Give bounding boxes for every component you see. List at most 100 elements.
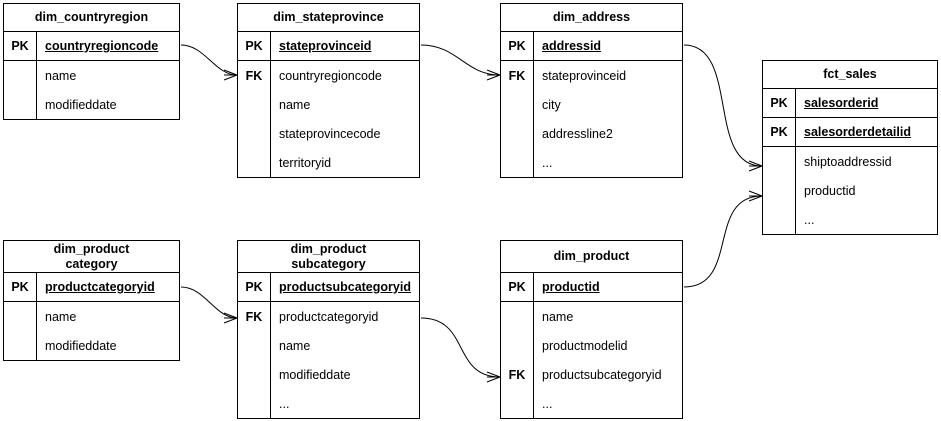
attribute-block-dim_address: FK stateprovinceid city addressline2... — [501, 61, 682, 177]
attribute-name: salesorderdetailid — [804, 125, 911, 139]
cardinality-many-crowsfoot-prong-0 — [486, 69, 501, 76]
key-indicator-pk: PK — [4, 273, 37, 301]
key-column — [4, 61, 37, 119]
relationship-stateprovince-to-address[interactable] — [418, 39, 501, 81]
key-indicator-none — [238, 389, 270, 418]
attribute-name: productid — [542, 280, 600, 294]
cardinality-many-crowsfoot-prong-2 — [223, 317, 238, 324]
attribute-name: productsubcategoryid — [542, 367, 662, 382]
attribute-name: addressid — [542, 39, 602, 53]
key-indicator-none — [4, 90, 36, 119]
entity-title-line1: fct_sales — [823, 67, 877, 81]
relationship-subcategory-to-product[interactable] — [418, 312, 501, 383]
attribute-name: stateprovinceid — [279, 39, 372, 53]
relationship-line — [180, 286, 238, 319]
entity-title-line1: dim_address — [552, 10, 631, 24]
attribute-name: territoryid — [279, 155, 332, 170]
key-indicator-fk: FK — [245, 68, 263, 83]
entity-title-line1: dim_countryregion — [34, 10, 149, 24]
key-column — [763, 147, 796, 234]
key-indicator-none — [238, 360, 270, 389]
pk-row-dim_productcategory-0[interactable]: PK productcategoryid — [4, 273, 179, 302]
attribute-name: productid — [804, 183, 856, 198]
key-indicator-none — [4, 61, 36, 90]
attribute-name: productcategoryid — [279, 309, 379, 324]
entity-title-dim_product: dim_product — [501, 241, 682, 273]
attribute-name: productcategoryid — [45, 280, 155, 294]
entity-title-line1: dim_product — [53, 241, 130, 256]
attribute-name: modifieddate — [45, 338, 117, 353]
key-indicator-none — [763, 147, 795, 176]
cardinality-many-crowsfoot-prong-0 — [748, 160, 763, 167]
cardinality-many-crowsfoot-prong-2 — [748, 165, 763, 172]
attribute-name: name — [542, 309, 574, 324]
entity-title-line1: dim_stateprovince — [273, 10, 384, 24]
entity-title-dim_stateprovince: dim_stateprovince — [238, 4, 419, 32]
entity-title-line1: dim_product — [553, 249, 630, 263]
entity-title-dim_address: dim_address — [501, 4, 682, 32]
relationship-countryregion-to-stateprovince[interactable] — [178, 39, 238, 81]
attribute-name: stateprovinceid — [542, 68, 627, 83]
key-indicator-pk: PK — [4, 32, 37, 60]
key-column — [4, 302, 37, 360]
attribute-name: addressline2 — [542, 126, 613, 141]
key-column: FK — [238, 302, 271, 418]
cardinality-many-crowsfoot-prong-0 — [486, 371, 501, 378]
attribute-name: shiptoaddressid — [804, 154, 892, 169]
attribute-name: countryregioncode — [279, 68, 382, 83]
key-indicator-none — [763, 205, 795, 234]
attribute-column: name modifieddate — [37, 302, 179, 360]
key-indicator-none — [4, 331, 36, 360]
relationship-product-to-fctsales[interactable] — [681, 190, 763, 293]
attribute-column: stateprovinceid city addressline2... — [534, 61, 682, 177]
key-indicator-none — [501, 302, 533, 331]
key-indicator-none — [763, 176, 795, 205]
key-indicator-none — [238, 90, 270, 119]
attribute-column: shiptoaddressid productid... — [796, 147, 937, 234]
entity-title-line2: subcategory — [291, 256, 366, 271]
cardinality-many-crowsfoot-prong-2 — [486, 376, 501, 383]
relationship-address-to-fctsales[interactable] — [681, 39, 763, 172]
entity-title-line2: category — [65, 256, 118, 271]
attribute-name: productmodelid — [542, 338, 628, 353]
attribute-name: salesorderid — [804, 96, 879, 110]
attribute-block-fct_sales: shiptoaddressid productid... — [763, 147, 937, 234]
attribute-name: productsubcategoryid — [279, 280, 411, 294]
attribute-name: name — [45, 309, 77, 324]
cardinality-many-crowsfoot-prong-0 — [223, 312, 238, 319]
key-indicator-pk: PK — [501, 32, 534, 60]
relationship-line — [180, 44, 238, 76]
key-indicator-fk: FK — [508, 68, 526, 83]
key-indicator-pk: PK — [501, 273, 534, 301]
pk-row-dim_product-0[interactable]: PK productid — [501, 273, 682, 302]
entity-title-fct_sales: fct_sales — [763, 61, 937, 89]
entity-title-dim_countryregion: dim_countryregion — [4, 4, 179, 32]
attribute-name: ... — [542, 155, 553, 170]
key-indicator-fk: FK — [245, 309, 263, 324]
key-indicator-none — [238, 119, 270, 148]
pk-row-dim_address-0[interactable]: PK addressid — [501, 32, 682, 61]
attribute-name: city — [542, 97, 561, 112]
relationship-productcategory-to-subcategory[interactable] — [178, 281, 238, 324]
attribute-name: ... — [804, 212, 815, 227]
cardinality-many-crowsfoot-prong-0 — [748, 190, 763, 197]
attribute-name: name — [279, 338, 311, 353]
